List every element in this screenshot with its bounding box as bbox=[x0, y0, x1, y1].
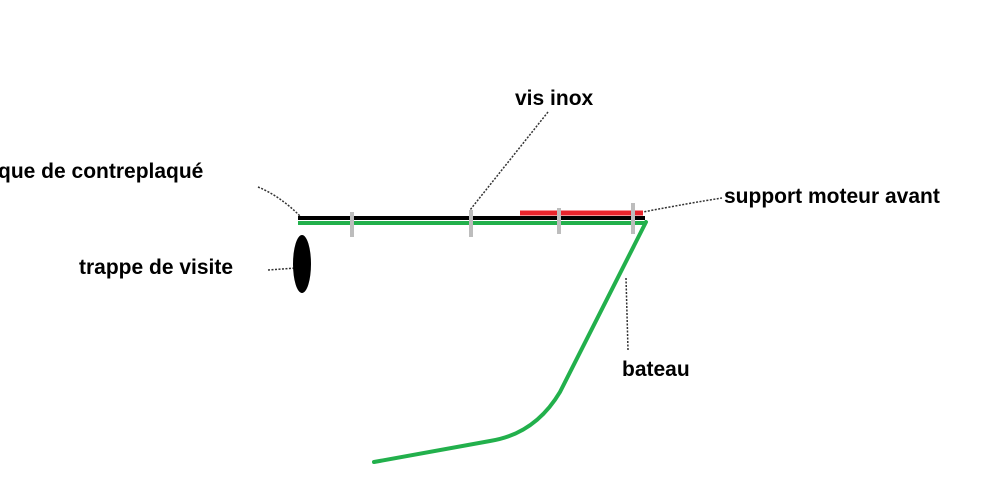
leader-engine-mount bbox=[642, 197, 723, 213]
leader-boat bbox=[625, 277, 629, 351]
hull-curve bbox=[372, 220, 648, 464]
label-engine-mount: support moteur avant bbox=[724, 185, 940, 208]
label-plywood: que de contreplaqué bbox=[0, 160, 204, 183]
label-boat: bateau bbox=[622, 358, 690, 381]
leader-hatch bbox=[267, 267, 297, 271]
inspection-hatch bbox=[293, 235, 311, 293]
leader-plywood bbox=[257, 186, 301, 217]
leader-screws bbox=[469, 111, 549, 211]
label-hatch: trappe de visite bbox=[79, 256, 234, 279]
label-screws: vis inox bbox=[515, 87, 594, 110]
